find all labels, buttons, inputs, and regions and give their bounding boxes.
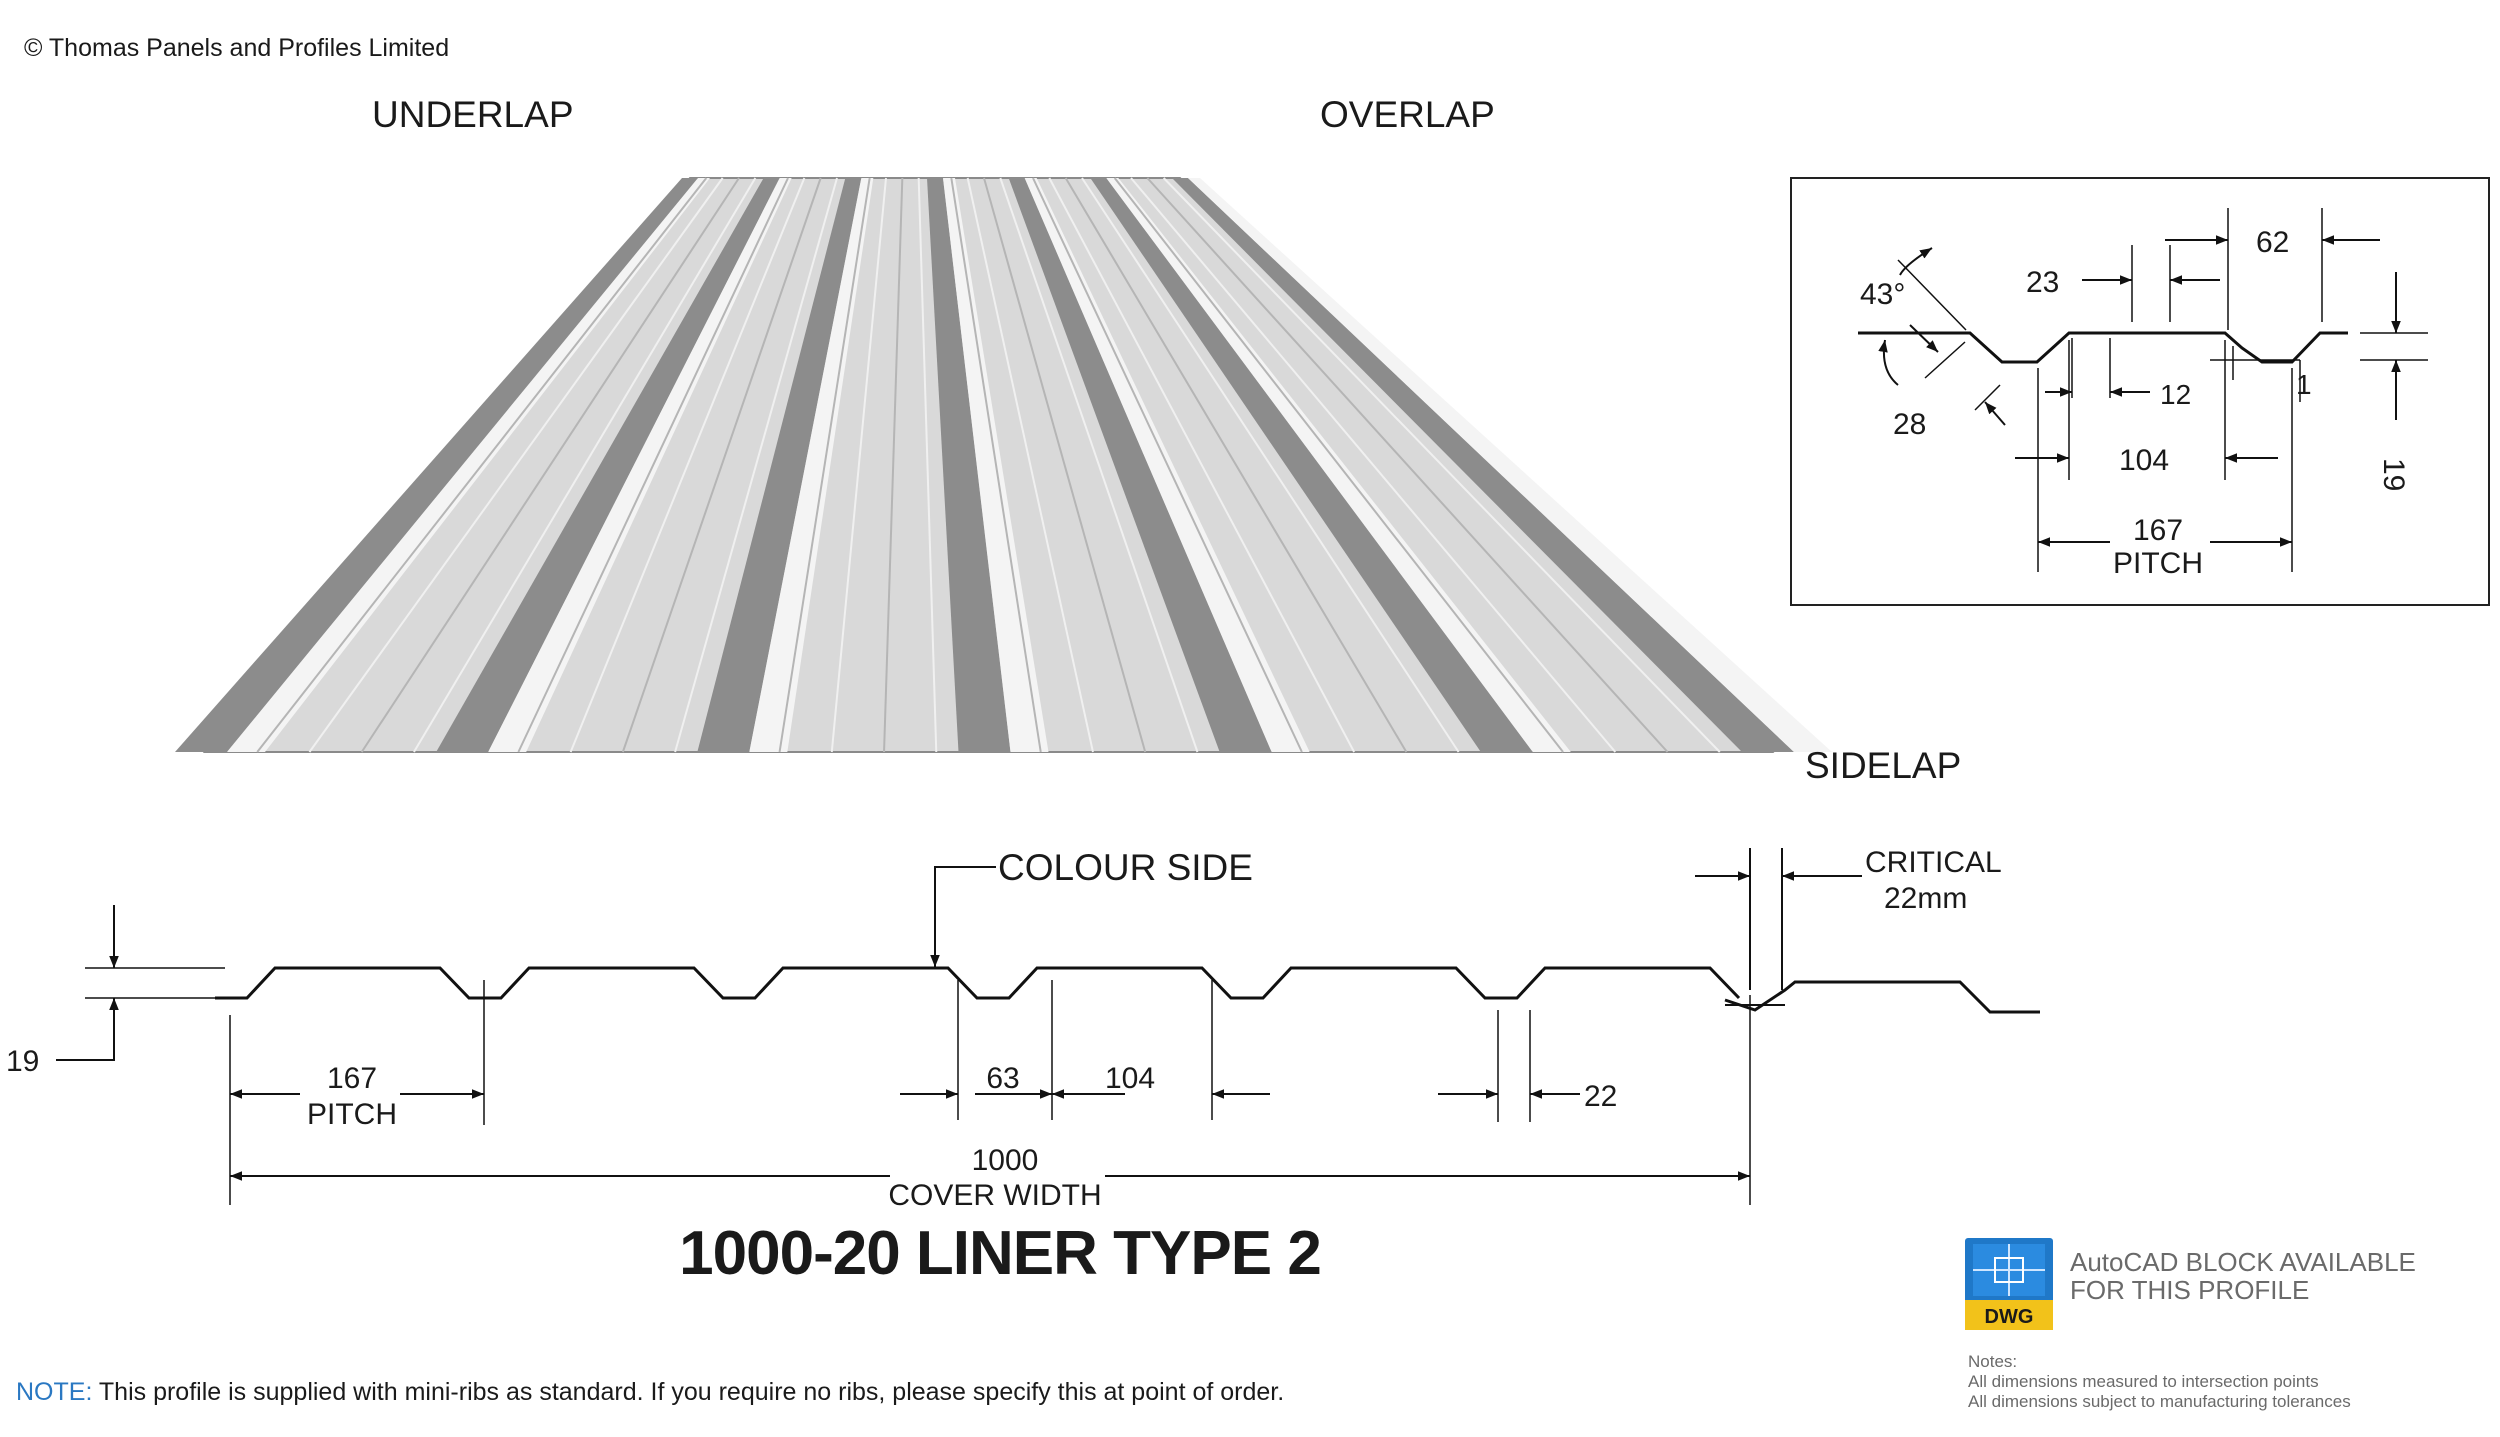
sheet-rib-shadow	[1172, 178, 1794, 752]
sidelap-label: SIDELAP	[1805, 745, 1961, 786]
notes-line-2: All dimensions subject to manufacturing …	[1968, 1392, 2351, 1411]
rib-dimensions: 63 104	[900, 980, 1270, 1120]
sheet-mini-rib	[950, 177, 1042, 753]
sheet-mini-rib	[966, 177, 1094, 753]
detail-23: 23	[2026, 266, 2059, 299]
profile-line	[215, 966, 1741, 1000]
dwg-badge-text: DWG	[1985, 1306, 2034, 1328]
dwg-line-1: AutoCAD BLOCK AVAILABLE	[2070, 1247, 2416, 1277]
sheet-mini-rib	[1081, 177, 1460, 753]
detail-19: 19	[2377, 458, 2410, 491]
sheet-mini-rib	[917, 177, 938, 753]
colour-side-label: COLOUR SIDE	[998, 847, 1253, 888]
notes-line-1: All dimensions measured to intersection …	[1968, 1372, 2319, 1391]
rib-104-value: 104	[1105, 1062, 1155, 1095]
notes-heading: Notes:	[1968, 1352, 2018, 1371]
detail-104: 104	[2119, 444, 2169, 477]
sheet-rib-shadow	[1008, 178, 1272, 752]
detail-pitch-value: 167	[2133, 514, 2183, 547]
sheet-mini-rib	[999, 177, 1199, 753]
sheet-mini-rib	[360, 177, 740, 753]
sheet-mini-rib	[674, 177, 838, 753]
dwg-badge[interactable]: DWG	[1965, 1238, 2053, 1330]
profile-title: 1000-20 LINER TYPE 2	[679, 1219, 1322, 1288]
cover-width-dimension: 1000 COVER WIDTH	[230, 995, 1751, 1212]
height-value: 19	[6, 1045, 39, 1078]
sheet-mini-rib	[778, 177, 871, 753]
dwg-availability[interactable]: AutoCAD BLOCK AVAILABLE FOR THIS PROFILE	[2070, 1248, 2490, 1304]
sheet-mini-rib	[517, 177, 789, 753]
copyright-text: © Thomas Panels and Profiles Limited	[24, 34, 450, 62]
critical-dimension: CRITICAL 22mm	[1695, 846, 2002, 990]
sheet-mini-rib	[1064, 177, 1408, 753]
pitch-dimension: 167 PITCH	[229, 980, 485, 1205]
sheet-mini-rib	[883, 177, 904, 753]
sheet-mini-rib	[1162, 177, 1721, 753]
sheet-mini-rib	[1146, 177, 1669, 753]
overlap-label: OVERLAP	[1320, 94, 1495, 135]
sheet-rib-highlight	[749, 178, 874, 752]
note-line: NOTE: This profile is supplied with mini…	[16, 1378, 1284, 1407]
detail-inset: 43° 28 23 62 12 1 104	[1790, 177, 2490, 606]
sheet-rib-shadow	[175, 178, 698, 752]
sheet-3d-ribs	[175, 177, 1832, 753]
sheet-rib-shadow	[927, 178, 1011, 752]
sheet-mini-rib	[1113, 177, 1564, 753]
detail-frame	[1790, 177, 2490, 606]
underlap-label: UNDERLAP	[372, 94, 574, 135]
detail-28: 28	[1893, 408, 1926, 441]
sheet-rib-highlight	[1188, 178, 1832, 752]
sheet-mini-rib	[569, 177, 806, 753]
colour-side-callout: COLOUR SIDE	[930, 847, 1253, 967]
sheet-rib-shadow	[1090, 178, 1533, 752]
pitch-value: 167	[327, 1062, 377, 1095]
rib-22-value: 22	[1584, 1080, 1617, 1113]
sheet-mini-rib	[1048, 177, 1356, 753]
sheet-mini-rib	[621, 177, 822, 753]
cover-width-label: COVER WIDTH	[888, 1179, 1101, 1212]
critical-value: 22mm	[1884, 882, 1967, 915]
dwg-file-icon: DWG	[1965, 1238, 2053, 1330]
profile-section	[215, 966, 2040, 1014]
cover-width-value: 1000	[972, 1144, 1039, 1177]
detail-62: 62	[2256, 226, 2289, 259]
note-prefix: NOTE:	[16, 1378, 93, 1406]
detail-pitch-label: PITCH	[2113, 547, 2203, 580]
critical-label: CRITICAL	[1865, 846, 2002, 879]
dwg-line-2: FOR THIS PROFILE	[2070, 1275, 2310, 1305]
detail-12: 12	[2160, 379, 2191, 410]
sheet-mini-rib	[413, 177, 757, 753]
sheet-rib-highlight	[227, 178, 710, 752]
sheet-mini-rib	[983, 177, 1147, 753]
overlap-sheet-line	[1724, 980, 2040, 1014]
detail-profile-line	[1858, 331, 2348, 364]
sheet-mini-rib	[1032, 177, 1303, 753]
detail-1: 1	[2296, 369, 2312, 400]
rib-63-value: 63	[986, 1062, 1019, 1095]
sheet-mini-rib	[830, 177, 887, 753]
sheet-rib-shadow	[436, 178, 780, 752]
sheet-mini-rib	[308, 177, 724, 753]
detail-angle: 43°	[1860, 278, 1905, 311]
pitch-label: PITCH	[307, 1098, 397, 1131]
sheet-mini-rib	[256, 177, 708, 753]
sheet-3d-render	[175, 177, 1832, 753]
sheet-rib-highlight	[488, 178, 792, 752]
rib-22-dimension: 22	[1438, 1010, 1617, 1122]
sheet-rib-shadow	[697, 178, 862, 752]
sheet-mini-rib	[1130, 177, 1617, 753]
note-text: This profile is supplied with mini-ribs …	[92, 1378, 1285, 1406]
height-dimension: 19	[6, 905, 225, 1078]
notes-block: Notes: All dimensions measured to inters…	[1968, 1352, 2351, 1412]
